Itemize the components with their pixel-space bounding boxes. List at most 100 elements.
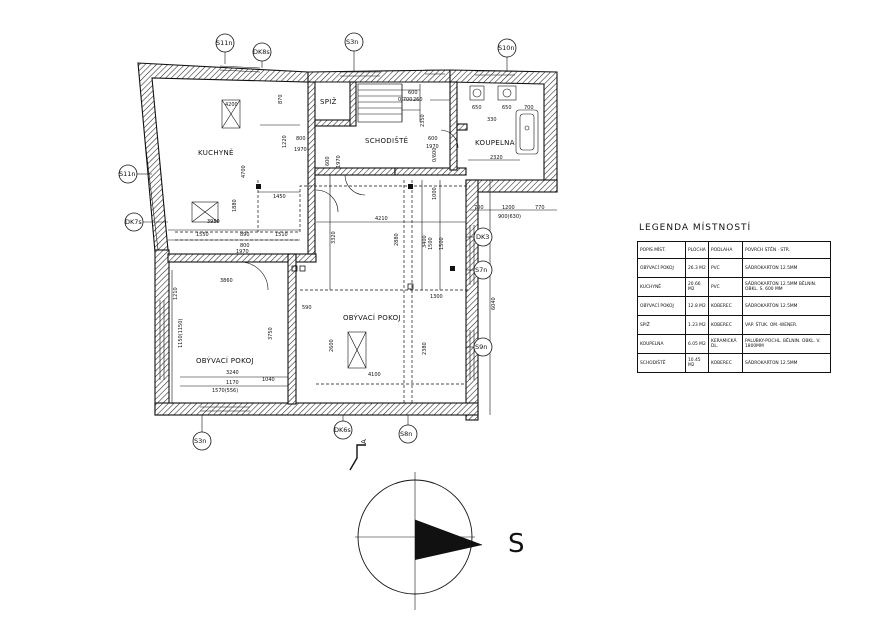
dim-text: 1570(556) xyxy=(212,388,238,394)
room-label-koupelna: KOUPELNA xyxy=(475,139,515,147)
dim-text: 4100 xyxy=(368,372,381,378)
room-label-spiz: SPIŽ xyxy=(320,97,337,106)
dim-text: 3240 xyxy=(226,370,239,376)
dim-text: 260 xyxy=(413,97,423,103)
dim-text: 1970 xyxy=(426,144,439,150)
legend-row: OBÝVACÍ POKOJ 26.3 M2 PVC SÁDROKARTON 12… xyxy=(637,258,831,278)
room-legend: LEGENDA MÍSTNOSTÍ POPIS MÍST. PLOCHA POD… xyxy=(637,223,831,373)
legend-row: KUCHYNĚ 20.66 M2 PVC SÁDROKARTON 12.5MM … xyxy=(637,277,831,297)
dim-text: 4210 xyxy=(375,216,388,222)
dim-text: 3320 xyxy=(331,231,337,244)
legend-cell-name: OBÝVACÍ POKOJ xyxy=(637,258,686,278)
skylights xyxy=(191,99,367,369)
dim-text: 3860 xyxy=(220,278,233,284)
dim-text: 900(630) xyxy=(498,214,521,220)
legend-table: POPIS MÍST. PLOCHA PODLAHA POVRCH STĚN ·… xyxy=(637,241,831,373)
legend-cell-floor: KERAMICKÁ DL. xyxy=(708,334,743,354)
dim-text: 1970 xyxy=(336,155,342,168)
legend-cell-name: OBÝVACÍ POKOJ xyxy=(637,296,686,316)
dim-text: 1220 xyxy=(282,135,288,148)
dim-text: 800 xyxy=(240,243,250,249)
dim-text: 3750 xyxy=(268,327,274,340)
legend-cell-surface: SÁDROKARTON 12.5MM xyxy=(742,258,831,278)
dim-text: 1210 xyxy=(173,287,179,300)
legend-row: SCHODIŠTĚ 10.45 M2 KOBEREC SÁDROKARTON 1… xyxy=(637,353,831,373)
dim-text: 2320 xyxy=(490,155,503,161)
dim-text: 1970 xyxy=(236,249,249,255)
legend-cell-floor: PVC xyxy=(708,258,743,278)
dim-text: 1880 xyxy=(232,199,238,212)
dim-text: 0/700 xyxy=(398,97,412,103)
dim-text: 800 xyxy=(296,136,306,142)
dim-text: 1510 xyxy=(275,232,288,238)
columns xyxy=(256,184,455,290)
dim-text: 1970 xyxy=(294,147,307,153)
windows xyxy=(144,65,515,412)
tag-bubbles: S11n DK8s S3n S10n S11n DK7s DK3 S7n S9n… xyxy=(118,32,517,451)
dim-text: 4200 xyxy=(225,102,238,108)
tag-s3n-top: S3n xyxy=(346,38,358,46)
dim-text: 870 xyxy=(278,94,284,104)
interior-walls xyxy=(167,81,468,405)
north-arrow: S xyxy=(355,472,525,610)
dim-text: 4700 xyxy=(241,165,247,178)
section-mark: A xyxy=(349,439,368,471)
dim-text: 650 xyxy=(472,105,482,111)
room-label-kuchyne: KUCHYNĚ xyxy=(198,148,234,157)
dim-text: 1040 xyxy=(262,377,275,383)
dim-text: 2350 xyxy=(420,114,426,127)
tag-s11n-top: S11n xyxy=(216,39,233,47)
dim-text: 1200 xyxy=(502,205,515,211)
legend-header-cell: PODLAHA xyxy=(708,241,743,259)
dim-text: 700 xyxy=(524,105,534,111)
legend-cell-area: 1.23 M2 xyxy=(685,315,709,335)
dimension-lines xyxy=(168,99,557,415)
dim-text: 2600 xyxy=(329,339,335,352)
legend-cell-surface: PALUBKY-POCHL. BĚLNIN. OBKL. V. 1800MM xyxy=(742,334,831,354)
dim-text: 1500 xyxy=(428,237,434,250)
legend-cell-floor: KOBEREC xyxy=(708,296,743,316)
dim-text: 590 xyxy=(302,305,312,311)
dim-text: 650 xyxy=(502,105,512,111)
dim-text: 1550 xyxy=(196,232,209,238)
section-mark-label: A xyxy=(360,439,368,444)
legend-row: OBÝVACÍ POKOJ 12.8 M2 KOBEREC SÁDROKARTO… xyxy=(637,296,831,316)
dim-text: 1000 xyxy=(432,187,438,200)
legend-cell-name: KOUPELNA xyxy=(637,334,686,354)
tag-s11n-left: S11n xyxy=(119,170,136,178)
dim-text: 2380 xyxy=(422,342,428,355)
legend-cell-surface: SÁDROKARTON 12.5MM xyxy=(742,353,831,373)
tag-dk3: DK3 xyxy=(476,233,489,241)
room-label-obyvaci-pokoj-main: OBÝVACÍ POKOJ xyxy=(343,313,401,322)
legend-title: LEGENDA MÍSTNOSTÍ xyxy=(639,223,752,233)
legend-header-cell: POPIS MÍST. xyxy=(637,241,686,259)
tag-s10n: S10n xyxy=(498,44,515,52)
legend-cell-floor: KOBEREC xyxy=(708,315,743,335)
room-label-obyvaci-pokoj-small: OBÝVACÍ POKOJ xyxy=(196,356,254,365)
dim-text: 600 xyxy=(408,90,418,96)
legend-cell-floor: KOBEREC xyxy=(708,353,743,373)
dim-text: 3950 xyxy=(207,219,220,225)
legend-cell-name: SCHODIŠTĚ xyxy=(637,353,686,373)
legend-cell-area: 6.05 M2 xyxy=(685,334,709,354)
dim-text: 1500 xyxy=(439,237,445,250)
legend-header-cell: PLOCHA xyxy=(685,241,709,259)
hidden-lines xyxy=(175,180,470,405)
legend-cell-surface: SÁDROKARTON 12.5MM xyxy=(742,296,831,316)
legend-cell-name: SPIŽ xyxy=(637,315,686,335)
tag-s3n-bottom: S3n xyxy=(194,437,206,445)
dim-text: 330 xyxy=(487,117,497,123)
legend-header-cell: POVRCH STĚN · STR. xyxy=(742,241,831,259)
legend-cell-area: 20.66 M2 xyxy=(685,277,709,297)
tag-s9n: S9n xyxy=(475,343,487,351)
dim-text: 3400 xyxy=(422,235,428,248)
legend-cell-floor: PVC xyxy=(708,277,743,297)
legend-row: SPIŽ 1.23 M2 KOBEREC VAP. ŠTUK. OM.-WENE… xyxy=(637,315,831,335)
staircase xyxy=(357,83,421,123)
tag-dk7s: DK7s xyxy=(125,218,142,226)
legend-row: KOUPELNA 6.05 M2 KERAMICKÁ DL. PALUBKY-P… xyxy=(637,334,831,354)
bathroom-fixtures xyxy=(469,85,539,155)
tag-dk6s: DK6s xyxy=(334,426,351,434)
dim-text: 890 xyxy=(240,232,250,238)
